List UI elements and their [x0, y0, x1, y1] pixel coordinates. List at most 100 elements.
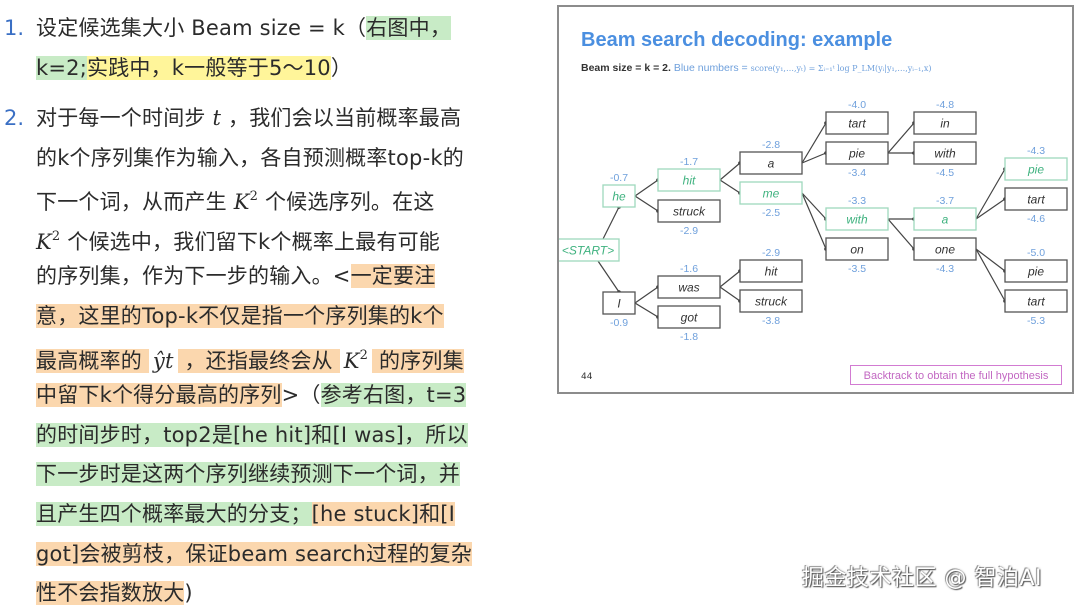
tree-node-got: got-1.8 — [657, 305, 721, 343]
node-score: -2.5 — [762, 207, 780, 219]
tree-edge — [801, 122, 827, 164]
text-segment: 右图中， — [366, 16, 452, 40]
node-word: pie — [1027, 265, 1044, 279]
text-line: 性不会指数放大) — [36, 573, 193, 613]
text-segment: ) — [184, 581, 193, 606]
node-box — [602, 291, 636, 315]
tree-node-pie2: pie-4.3 — [1004, 145, 1068, 181]
explanation-text: 1.设定候选集大小 Beam size = k（右图中，k=2;实践中，k一般等… — [4, 8, 473, 606]
node-box — [657, 168, 721, 192]
text-line: 且产生四个概率最大的分支；[he stuck]和[I — [36, 494, 456, 534]
tree-edge — [975, 248, 1006, 302]
math-symbol: K2 — [233, 189, 259, 215]
node-word: pie — [848, 147, 865, 161]
node-score: -1.7 — [680, 156, 698, 168]
node-box — [1004, 157, 1068, 181]
tree-edge — [887, 122, 915, 154]
slide-title: Beam search decoding: example — [581, 29, 893, 51]
node-box — [739, 289, 803, 313]
node-score: -0.7 — [610, 172, 628, 184]
tree-node-with2: with-4.5 — [913, 141, 977, 179]
tree-node-pie1: pie -3.4 — [825, 141, 889, 179]
node-box — [559, 238, 620, 262]
text-segment: 且产生四个概率最大的分支； — [36, 502, 312, 526]
node-score: -0.9 — [610, 317, 628, 329]
beam-search-tree: <START>he-0.7I-0.9hit-1.7struck-2.9was-1… — [559, 99, 1068, 343]
text-segment: ，我们会以当前概率最高 — [221, 106, 462, 130]
node-score: -4.3 — [1027, 145, 1045, 157]
text-segment: ） — [330, 55, 353, 80]
tree-node-I: I -0.9 — [602, 291, 636, 329]
node-word: a — [942, 213, 949, 227]
tree-node-hit: hit-1.7 — [657, 156, 721, 192]
tree-node-tart1: tart-4.0 — [825, 99, 889, 135]
tree-node-struck2: struck-3.8 — [739, 289, 803, 327]
tree-edge — [634, 195, 659, 212]
text-line: 意，这里的Top-k不仅是指一个序列集的k个 — [36, 296, 444, 336]
math-symbol: ŷt — [148, 348, 178, 373]
node-word: tart — [848, 117, 866, 131]
node-score: -5.3 — [1027, 315, 1045, 327]
text-segment: ，还指最终会从 — [177, 348, 340, 373]
blue-numbers-label: Blue numbers = — [673, 62, 748, 74]
list-number: 1. — [4, 16, 25, 40]
text-line: k=2;实践中，k一般等于5～10） — [36, 48, 352, 88]
node-score: -2.9 — [762, 247, 780, 259]
tree-node-struck1: struck-2.9 — [657, 199, 721, 237]
text-segment: 参考右图，t=3 — [320, 383, 467, 408]
node-box — [913, 207, 977, 231]
text-segment: 中留下k个得分最高的序列 — [36, 383, 282, 408]
text-line: 最高概率的 ŷt ，还指最终会从 K2 的序列集 — [36, 336, 464, 376]
node-score: -3.4 — [848, 167, 866, 179]
node-score: -2.8 — [762, 139, 780, 151]
tree-node-start: <START> — [559, 238, 620, 262]
tree-edge — [719, 179, 741, 194]
tree-edge — [634, 302, 659, 318]
node-score: -5.0 — [1027, 247, 1045, 259]
text-line: K2 个候选中，我们留下k个概率上最有可能 — [36, 217, 440, 257]
node-box — [913, 141, 977, 165]
text-segment: [he stuck]和[I — [311, 502, 456, 526]
text-line: 设定候选集大小 Beam size = k（右图中， — [36, 8, 452, 48]
tree-edge — [975, 248, 1006, 272]
text-segment: 实践中，k一般等于5～10 — [87, 55, 331, 80]
text-line: 对于每一个时间步 t ，我们会以当前概率最高 — [36, 98, 461, 138]
node-word: in — [940, 117, 950, 131]
text-segment: 设定候选集大小 Beam size = k（ — [36, 16, 367, 40]
node-word: on — [850, 243, 864, 257]
node-word: one — [935, 243, 955, 257]
math-symbol: K2 — [36, 228, 61, 254]
text-segment: k=2; — [36, 55, 87, 80]
node-box — [913, 237, 977, 261]
tree-edge — [801, 192, 827, 220]
text-segment: 意，这里的Top-k不仅是指一个序列集的k个 — [36, 304, 444, 328]
node-word: tart — [1027, 193, 1045, 207]
text-segment: 一定要注 — [350, 264, 436, 289]
beam-size-label: Beam size = k = 2. — [581, 62, 671, 74]
tree-node-a2: a-3.7 — [913, 195, 977, 231]
tree-node-me: me-2.5 — [739, 181, 803, 219]
text-line: 中留下k个得分最高的序列>（参考右图，t=3 — [36, 375, 467, 415]
node-score: -3.5 — [848, 263, 866, 275]
node-box — [825, 141, 889, 165]
text-segment: 对于每一个时间步 — [36, 106, 213, 130]
tree-node-a1: a-2.8 — [739, 139, 803, 175]
text-segment: 最高概率的 — [36, 348, 149, 373]
node-word: hit — [765, 265, 778, 279]
text-segment: 的序列集，作为下一步的输入。< — [36, 264, 351, 289]
node-box — [657, 275, 721, 299]
text-line: 的时间步时，top2是[he hit]和[I was]，所以 — [36, 415, 468, 455]
node-word: got — [681, 311, 698, 325]
list-number: 2. — [4, 106, 25, 130]
watermark: 掘金技术社区 @ 智泊AI — [802, 566, 1043, 591]
tree-edge — [975, 198, 1006, 220]
math-symbol: K2 — [339, 348, 373, 373]
tree-edge — [719, 286, 741, 302]
node-word: I — [617, 297, 621, 311]
text-segment: >（ — [281, 383, 321, 408]
tree-edge — [602, 206, 620, 240]
node-word: with — [934, 147, 956, 161]
slide-beam-search-example: Beam search decoding: example Beam size … — [557, 5, 1074, 394]
tree-edge — [887, 218, 915, 250]
node-word: he — [612, 190, 626, 204]
